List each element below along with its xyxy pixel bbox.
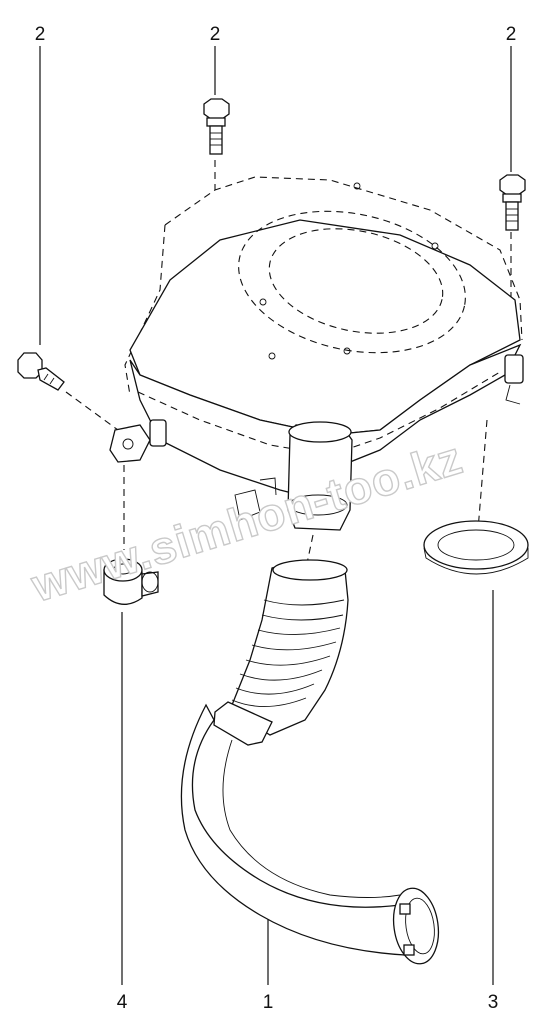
bolt-top-right (499, 174, 526, 231)
bolt-left (17, 352, 65, 391)
callout-seal-ring: 3 (488, 992, 499, 1013)
callout-bolt-top-center: 2 (210, 24, 221, 45)
callout-numbers: 2 2 2 4 1 3 (35, 24, 517, 1013)
bolt-top-center (203, 98, 230, 155)
callout-bolt-top-left: 2 (35, 24, 46, 45)
intake-hose (180, 559, 440, 965)
callout-grommet: 4 (117, 992, 128, 1013)
leader-lines (39, 46, 512, 985)
callout-bolt-top-right: 2 (506, 24, 517, 45)
seal-ring (423, 520, 529, 575)
callout-hose: 1 (263, 992, 274, 1013)
grommet (103, 558, 159, 605)
air-filter-housing (109, 176, 524, 531)
